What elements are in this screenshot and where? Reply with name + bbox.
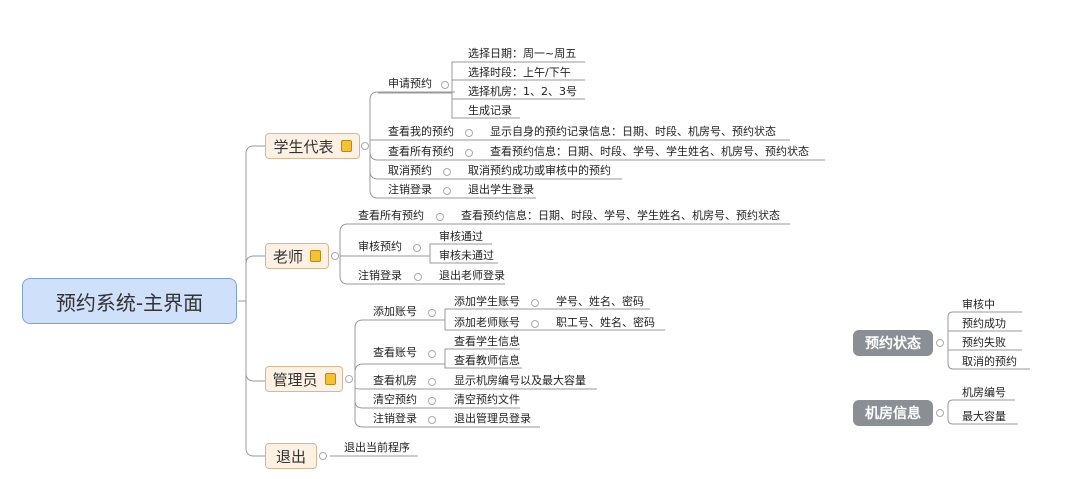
topic-apply-item[interactable]: 选择日期：周一~周五 (468, 47, 577, 60)
collapse-toggle-icon[interactable] (531, 299, 539, 307)
collapse-toggle-icon[interactable] (465, 129, 473, 137)
topic-view-account[interactable]: 查看账号 (373, 346, 417, 359)
root-topic[interactable]: 预约系统-主界面 (22, 278, 237, 324)
topic-admin-logout-detail[interactable]: 退出管理员登录 (454, 412, 531, 425)
topic-add-teacher[interactable]: 添加老师账号 (454, 316, 520, 329)
note-icon (310, 250, 321, 262)
topic-logout-detail[interactable]: 退出学生登录 (468, 183, 534, 196)
topic-teacher-logout-detail[interactable]: 退出老师登录 (439, 269, 505, 282)
branch-admin-label: 管理员 (272, 370, 318, 389)
collapse-toggle-icon[interactable] (331, 252, 339, 260)
collapse-toggle-icon[interactable] (414, 273, 422, 281)
floating-topic-room-label: 机房信息 (865, 406, 921, 422)
collapse-toggle-icon[interactable] (413, 244, 421, 252)
topic-review[interactable]: 审核预约 (358, 240, 402, 253)
topic-review-item[interactable]: 审核通过 (439, 230, 483, 243)
topic-view-rooms[interactable]: 查看机房 (373, 374, 417, 387)
branch-exit[interactable]: 退出 (265, 443, 317, 469)
collapse-toggle-icon[interactable] (441, 81, 449, 89)
branch-teacher-label: 老师 (272, 247, 303, 266)
note-icon (324, 373, 336, 385)
branch-student[interactable]: 学生代表 (265, 133, 360, 159)
topic-teacher-all[interactable]: 查看所有预约 (358, 209, 424, 222)
collapse-toggle-icon[interactable] (428, 378, 436, 386)
collapse-toggle-icon[interactable] (319, 452, 327, 460)
topic-review-item[interactable]: 审核未通过 (439, 249, 494, 262)
topic-my-reservations[interactable]: 查看我的预约 (388, 125, 454, 138)
collapse-toggle-icon[interactable] (936, 409, 944, 417)
topic-add-student-detail[interactable]: 学号、姓名、密码 (556, 295, 644, 308)
topic-all-reservations[interactable]: 查看所有预约 (388, 145, 454, 158)
topic-all-reservations-detail[interactable]: 查看预约信息：日期、时段、学号、学生姓名、机房号、预约状态 (490, 145, 809, 158)
collapse-toggle-icon[interactable] (345, 375, 353, 383)
topic-teacher-logout[interactable]: 注销登录 (358, 269, 402, 282)
topic-apply-item[interactable]: 选择时段：上午/下午 (468, 66, 571, 79)
topic-admin-logout[interactable]: 注销登录 (373, 412, 417, 425)
topic-cancel[interactable]: 取消预约 (388, 164, 432, 177)
status-item[interactable]: 审核中 (962, 298, 995, 311)
topic-add-teacher-detail[interactable]: 职工号、姓名、密码 (556, 316, 655, 329)
collapse-toggle-icon[interactable] (443, 168, 451, 176)
topic-cancel-detail[interactable]: 取消预约成功或审核中的预约 (468, 164, 611, 177)
room-item[interactable]: 机房编号 (962, 386, 1006, 399)
collapse-toggle-icon[interactable] (436, 213, 444, 221)
topic-view-item[interactable]: 查看教师信息 (454, 354, 520, 367)
topic-apply-item[interactable]: 生成记录 (468, 104, 512, 117)
collapse-toggle-icon[interactable] (428, 309, 436, 317)
collapse-toggle-icon[interactable] (531, 320, 539, 328)
floating-topic-status-label: 预约状态 (865, 336, 921, 352)
collapse-toggle-icon[interactable] (428, 416, 436, 424)
root-label: 预约系统-主界面 (55, 290, 204, 315)
collapse-toggle-icon[interactable] (443, 187, 451, 195)
collapse-toggle-icon[interactable] (465, 149, 473, 157)
topic-view-item[interactable]: 查看学生信息 (454, 335, 520, 348)
topic-view-rooms-detail[interactable]: 显示机房编号以及最大容量 (454, 374, 586, 387)
topic-my-reservations-detail[interactable]: 显示自身的预约记录信息：日期、时段、机房号、预约状态 (490, 125, 776, 138)
topic-apply[interactable]: 申请预约 (388, 77, 432, 90)
status-item[interactable]: 预约失败 (962, 336, 1006, 349)
collapse-toggle-icon[interactable] (936, 339, 944, 347)
collapse-toggle-icon[interactable] (428, 350, 436, 358)
collapse-toggle-icon[interactable] (428, 397, 436, 405)
topic-exit-detail[interactable]: 退出当前程序 (344, 441, 410, 454)
branch-student-label: 学生代表 (273, 137, 334, 156)
status-item[interactable]: 预约成功 (962, 317, 1006, 330)
note-icon (340, 140, 352, 152)
status-item[interactable]: 取消的预约 (962, 355, 1017, 368)
topic-add-account[interactable]: 添加账号 (373, 305, 417, 318)
floating-topic-room[interactable]: 机房信息 (853, 400, 933, 426)
topic-teacher-all-detail[interactable]: 查看预约信息：日期、时段、学号、学生姓名、机房号、预约状态 (461, 209, 780, 222)
branch-admin[interactable]: 管理员 (265, 366, 343, 392)
topic-clear[interactable]: 清空预约 (373, 393, 417, 406)
topic-logout[interactable]: 注销登录 (388, 183, 432, 196)
topic-apply-item[interactable]: 选择机房：1、2、3号 (468, 85, 577, 98)
floating-topic-status[interactable]: 预约状态 (853, 330, 933, 356)
collapse-toggle-icon[interactable] (361, 142, 369, 150)
branch-exit-label: 退出 (275, 447, 306, 466)
topic-add-student[interactable]: 添加学生账号 (454, 295, 520, 308)
room-item[interactable]: 最大容量 (962, 410, 1006, 423)
branch-teacher[interactable]: 老师 (265, 243, 329, 269)
topic-clear-detail[interactable]: 清空预约文件 (454, 393, 520, 406)
